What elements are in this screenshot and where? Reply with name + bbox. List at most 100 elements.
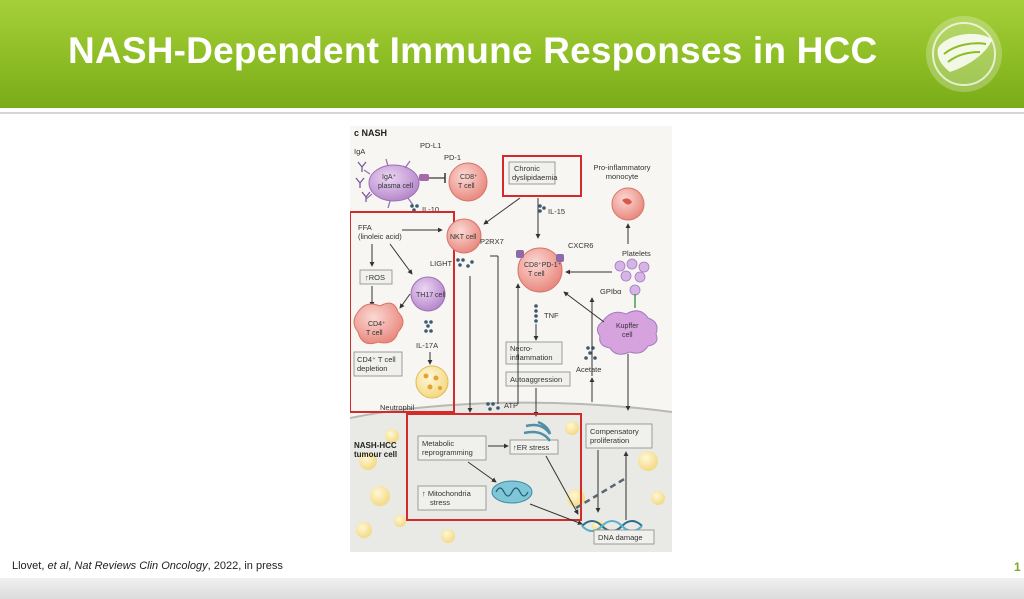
nash-immune-diagram: c NASH IgA IgA⁺ plasma cell PD-L1 PD-1 C…	[350, 126, 672, 552]
nkt-label: NKT cell	[450, 234, 477, 241]
cd8pd1-label-1: CD8⁺PD-1⁺	[524, 262, 562, 269]
acetate-dots	[584, 346, 597, 360]
er-stress-box	[509, 439, 559, 455]
er-membrane-icon	[523, 420, 552, 442]
title-banner: NASH-Dependent Immune Responses in HCC	[0, 0, 1024, 108]
light-label: LIGHT	[430, 259, 453, 268]
acetate-label: Acetate	[576, 365, 601, 374]
gpiba-label: GPIbα	[600, 287, 622, 296]
pdl1-label: PD-L1	[420, 141, 441, 150]
atp-dots	[486, 402, 500, 411]
iga-plasma-cell	[368, 164, 420, 202]
metab-label-1: Metabolic	[422, 439, 454, 448]
atp-label: ATP	[504, 401, 518, 410]
necro-label-2: inflammation	[510, 353, 553, 362]
diagram-canvas: c NASH IgA IgA⁺ plasma cell PD-L1 PD-1 C…	[350, 128, 672, 552]
ros-label: ↑ROS	[365, 273, 385, 282]
tnf-dots	[534, 304, 538, 323]
liver-logo-icon	[926, 16, 1002, 92]
cd4dep-label-2: depletion	[357, 364, 387, 373]
citation-year: , 2022, in press	[207, 560, 283, 572]
chronic-highlight-box	[502, 155, 582, 197]
p2rx7-receptor	[516, 250, 524, 258]
platelets-label: Platelets	[622, 249, 651, 258]
citation-etal: et al	[47, 560, 69, 572]
il17a-dots	[424, 320, 433, 333]
cd8pd1-label-2: T cell	[528, 271, 545, 278]
tumour-label-2: tumour cell	[354, 450, 397, 459]
light-dots	[456, 258, 474, 268]
cd4-t-cell	[353, 302, 404, 345]
mito-label-2: stress	[430, 498, 450, 507]
autoaggression-box	[505, 371, 571, 387]
compensatory-proliferation-box	[585, 423, 653, 449]
citation: Llovet, et al, Nat Reviews Clin Oncology…	[12, 560, 283, 572]
title-divider	[0, 112, 1024, 114]
neutrophil-granules	[423, 373, 442, 390]
cd4dep-label-1: CD4⁺ T cell	[357, 355, 396, 364]
nkt-cell	[446, 218, 482, 254]
footer-band	[0, 578, 1024, 599]
plasma-cell-spikes	[363, 158, 414, 209]
metab-label-2: reprogramming	[422, 448, 473, 457]
metabolic-highlight-box	[406, 413, 582, 521]
mitochondria-stress-box	[417, 485, 487, 511]
tnf-label: TNF	[544, 311, 559, 320]
il10-label: IL-10	[422, 205, 439, 214]
er-label: ↑ER stress	[513, 443, 550, 452]
monocyte-label-1: Pro-inflammatory	[593, 163, 650, 172]
cd4-label-1: CD4⁺	[368, 321, 386, 328]
autoagg-label: Autoaggression	[510, 375, 562, 384]
cd4-label-2: T cell	[366, 330, 383, 337]
platelet-icons	[614, 258, 650, 296]
iga-antibody-icons	[355, 161, 371, 202]
page-number: 1	[1014, 560, 1021, 574]
necro-inflammation-box	[505, 341, 563, 365]
dna-damage-box	[593, 529, 655, 545]
ros-box	[359, 269, 393, 285]
ffa-highlight-box	[350, 211, 455, 413]
cxcr6-receptor	[556, 254, 564, 262]
chronic-label-1: Chronic	[514, 164, 540, 173]
metabolic-reprogramming-box	[417, 435, 487, 461]
monocyte-label-2: monocyte	[606, 172, 639, 181]
kupffer-label-2: cell	[622, 332, 633, 339]
cd8-pd1-t-cell	[517, 247, 563, 293]
comp-label-1: Compensatory	[590, 427, 639, 436]
panel-label: c NASH	[354, 128, 387, 138]
iga-cell-label-2: plasma cell	[378, 183, 413, 190]
pd1-label: PD-1	[444, 153, 461, 162]
neutrophil-label: Neutrophil	[380, 403, 415, 412]
comp-label-2: proliferation	[590, 436, 629, 445]
cxcr6-label: CXCR6	[568, 241, 593, 250]
cd8-label-2: T cell	[458, 183, 475, 190]
th17-cell	[410, 276, 446, 312]
citation-journal: Nat Reviews Clin Oncology	[74, 560, 208, 572]
tumour-label-1: NASH-HCC	[354, 441, 397, 450]
pdl1-receptor	[419, 174, 429, 181]
cd4-depletion-box	[353, 351, 403, 377]
dna-label: DNA damage	[598, 533, 643, 542]
il15-label: IL-15	[548, 207, 565, 216]
iga-cell-label-1: IgA⁺	[382, 174, 397, 181]
th17-label: TH17 cell	[416, 292, 446, 299]
il10-dots	[410, 204, 419, 212]
il15-dots	[538, 204, 546, 213]
kupffer-label-1: Kupffer	[616, 323, 639, 330]
p2rx7-label: P2RX7	[480, 237, 504, 246]
slide-title: NASH-Dependent Immune Responses in HCC	[68, 30, 878, 71]
chronic-label-2: dyslipidaemia	[512, 173, 558, 182]
ffa-label-2: (linoleic acid)	[358, 232, 402, 241]
chronic-dyslipidaemia-box	[508, 161, 556, 185]
mito-label-1: ↑ Mitochondria	[422, 489, 472, 498]
citation-sep: ,	[68, 560, 75, 572]
neutrophil-cell	[415, 365, 449, 399]
ffa-label-1: FFA	[358, 223, 372, 232]
iga-label: IgA	[354, 147, 365, 156]
il17a-label: IL-17A	[416, 341, 438, 350]
citation-author: Llovet,	[12, 560, 48, 572]
kupffer-cell	[596, 310, 658, 355]
cd8-label-1: CD8⁺	[460, 174, 478, 181]
necro-label-1: Necro-	[510, 344, 533, 353]
cd8-t-cell	[448, 162, 488, 202]
